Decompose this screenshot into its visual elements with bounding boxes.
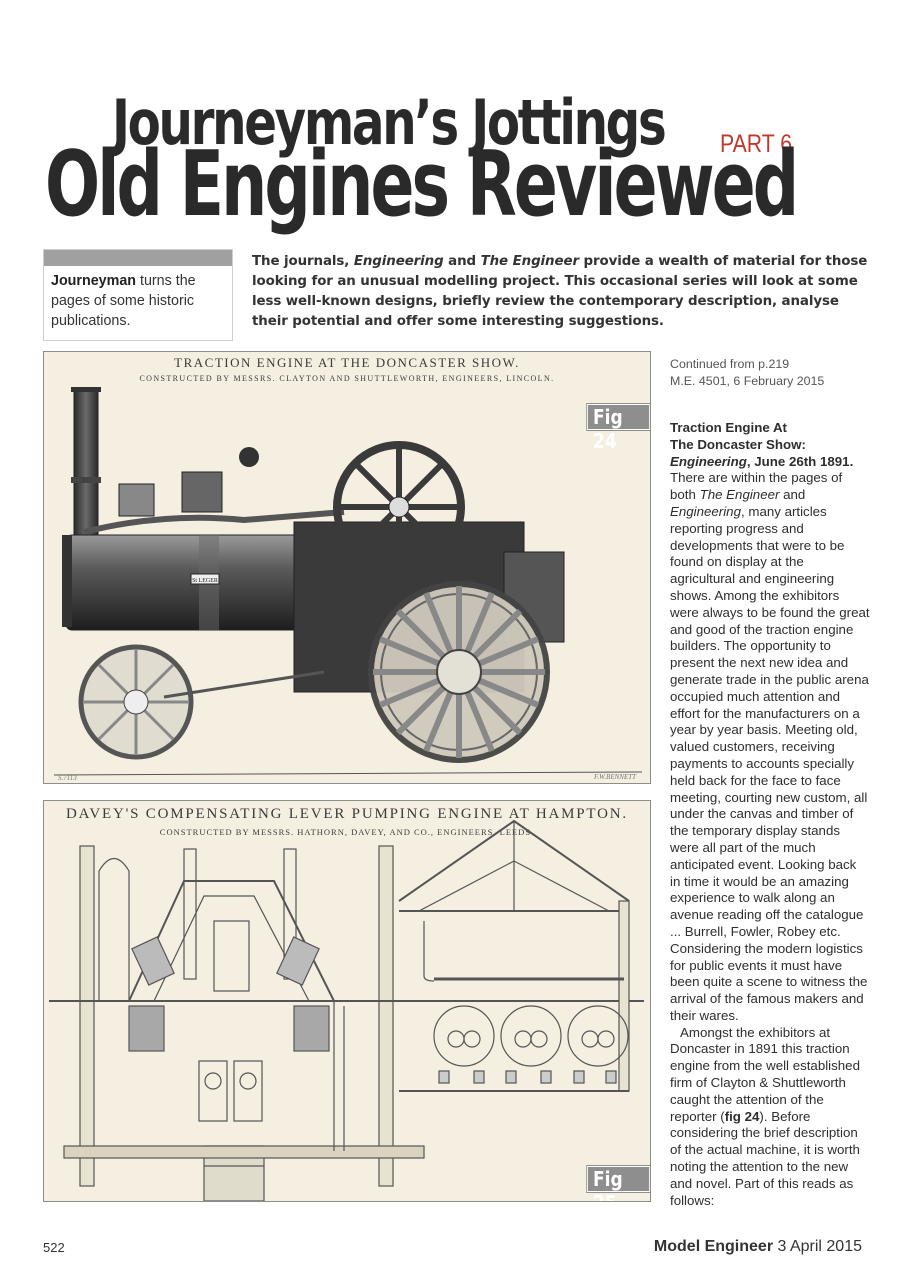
engraving-number: S.7113 — [58, 774, 77, 782]
figure-25: DAVEY'S COMPENSATING LEVER PUMPING ENGIN… — [43, 800, 651, 1202]
author-box: Journeyman turns the pages of some histo… — [43, 249, 233, 341]
pumping-engine-illustration — [49, 819, 644, 1201]
figure-title: TRACTION ENGINE AT THE DONCASTER SHOW. — [174, 355, 520, 370]
issue-date: 3 April 2015 — [773, 1238, 862, 1255]
page-number: 522 — [43, 1240, 65, 1255]
running-footer: Model Engineer 3 April 2015 — [654, 1238, 862, 1256]
author-box-bar — [44, 250, 232, 266]
traction-engine-illustration: St LEGER — [53, 387, 643, 776]
figure-subtitle: CONSTRUCTED BY MESSRS. CLAYTON AND SHUTT… — [139, 374, 555, 383]
series-title: Journeyman’s Jottings — [112, 86, 667, 159]
article-title: Old Engines Reviewed — [45, 132, 799, 237]
figure-label: Fig 25 — [587, 1166, 650, 1201]
paragraph: There are within the pages of both The E… — [670, 470, 870, 1023]
figure-subtitle: CONSTRUCTED BY MESSRS. HATHORN, DAVEY, A… — [159, 827, 535, 837]
engraver-signature: F.W.BENNETT — [593, 773, 636, 781]
continuation-note: Continued from p.219 M.E. 4501, 6 Februa… — [670, 357, 825, 388]
figure-label: Fig 24 — [587, 404, 650, 453]
svg-text:St LEGER: St LEGER — [192, 578, 218, 584]
figure-reference: fig 24 — [724, 1108, 760, 1124]
figure-24: TRACTION ENGINE AT THE DONCASTER SHOW. C… — [43, 351, 651, 784]
magazine-name: Model Engineer — [653, 1238, 774, 1255]
standfirst: The journals, Engineering and The Engine… — [252, 254, 868, 329]
figure-title: DAVEY'S COMPENSATING LEVER PUMPING ENGIN… — [66, 806, 628, 822]
author-box-text: Journeyman turns the pages of some histo… — [51, 273, 196, 329]
paragraph: Amongst the exhibitors at Doncaster in 1… — [670, 1024, 860, 1208]
part-label: PART 6 — [720, 130, 793, 158]
author-name: Journeyman — [51, 273, 137, 289]
